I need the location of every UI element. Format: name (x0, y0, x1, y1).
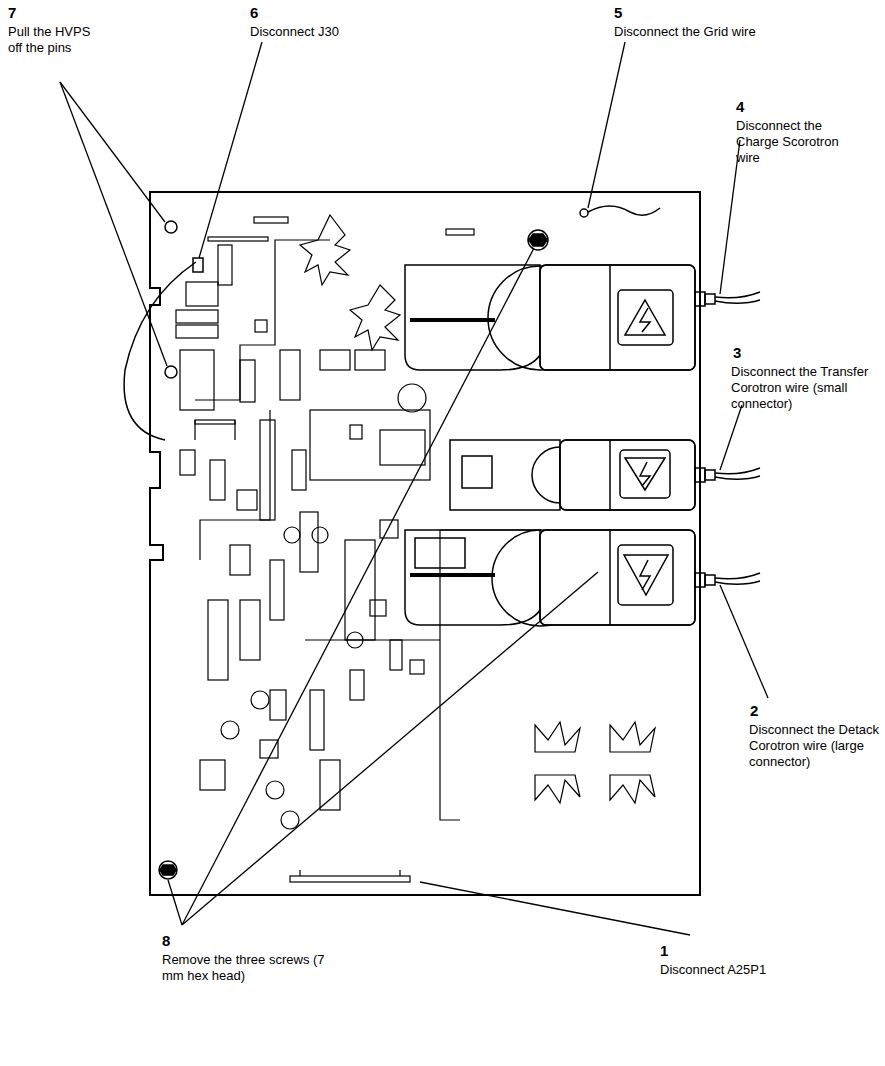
circuit-board (150, 192, 700, 895)
leader-line (60, 42, 768, 935)
callout-text: Remove the three screws (7 mm hex head) (162, 952, 332, 984)
callout-text: Disconnect J30 (250, 24, 390, 40)
callout-text: Disconnect the Grid wire (614, 24, 814, 40)
callout-text: Disconnect the Detack Corotron wire (lar… (749, 722, 881, 770)
callout-number: 6 (250, 4, 280, 22)
callout-number: 8 (162, 932, 192, 950)
callout-number: 5 (614, 4, 644, 22)
callout-text: Disconnect the Charge Scorotron wire (736, 118, 866, 166)
hv-transformer (405, 530, 695, 626)
callout-text: Pull the HVPS off the pins (8, 24, 108, 56)
hv-transformer (405, 265, 695, 370)
pin-hole (165, 366, 177, 378)
callout-text: Disconnect the Transfer Corotron wire (s… (731, 364, 881, 412)
callout-number: 1 (660, 942, 690, 960)
callout-number: 2 (750, 702, 780, 720)
pin-hole (165, 221, 177, 233)
hv-transformer (450, 440, 695, 510)
callout-number: 7 (8, 4, 38, 22)
electronic-component (176, 217, 540, 882)
callout-text: Disconnect A25P1 (660, 962, 830, 978)
callout-number: 3 (733, 344, 763, 362)
heat-sink (300, 215, 655, 803)
callout-number: 4 (736, 98, 766, 116)
